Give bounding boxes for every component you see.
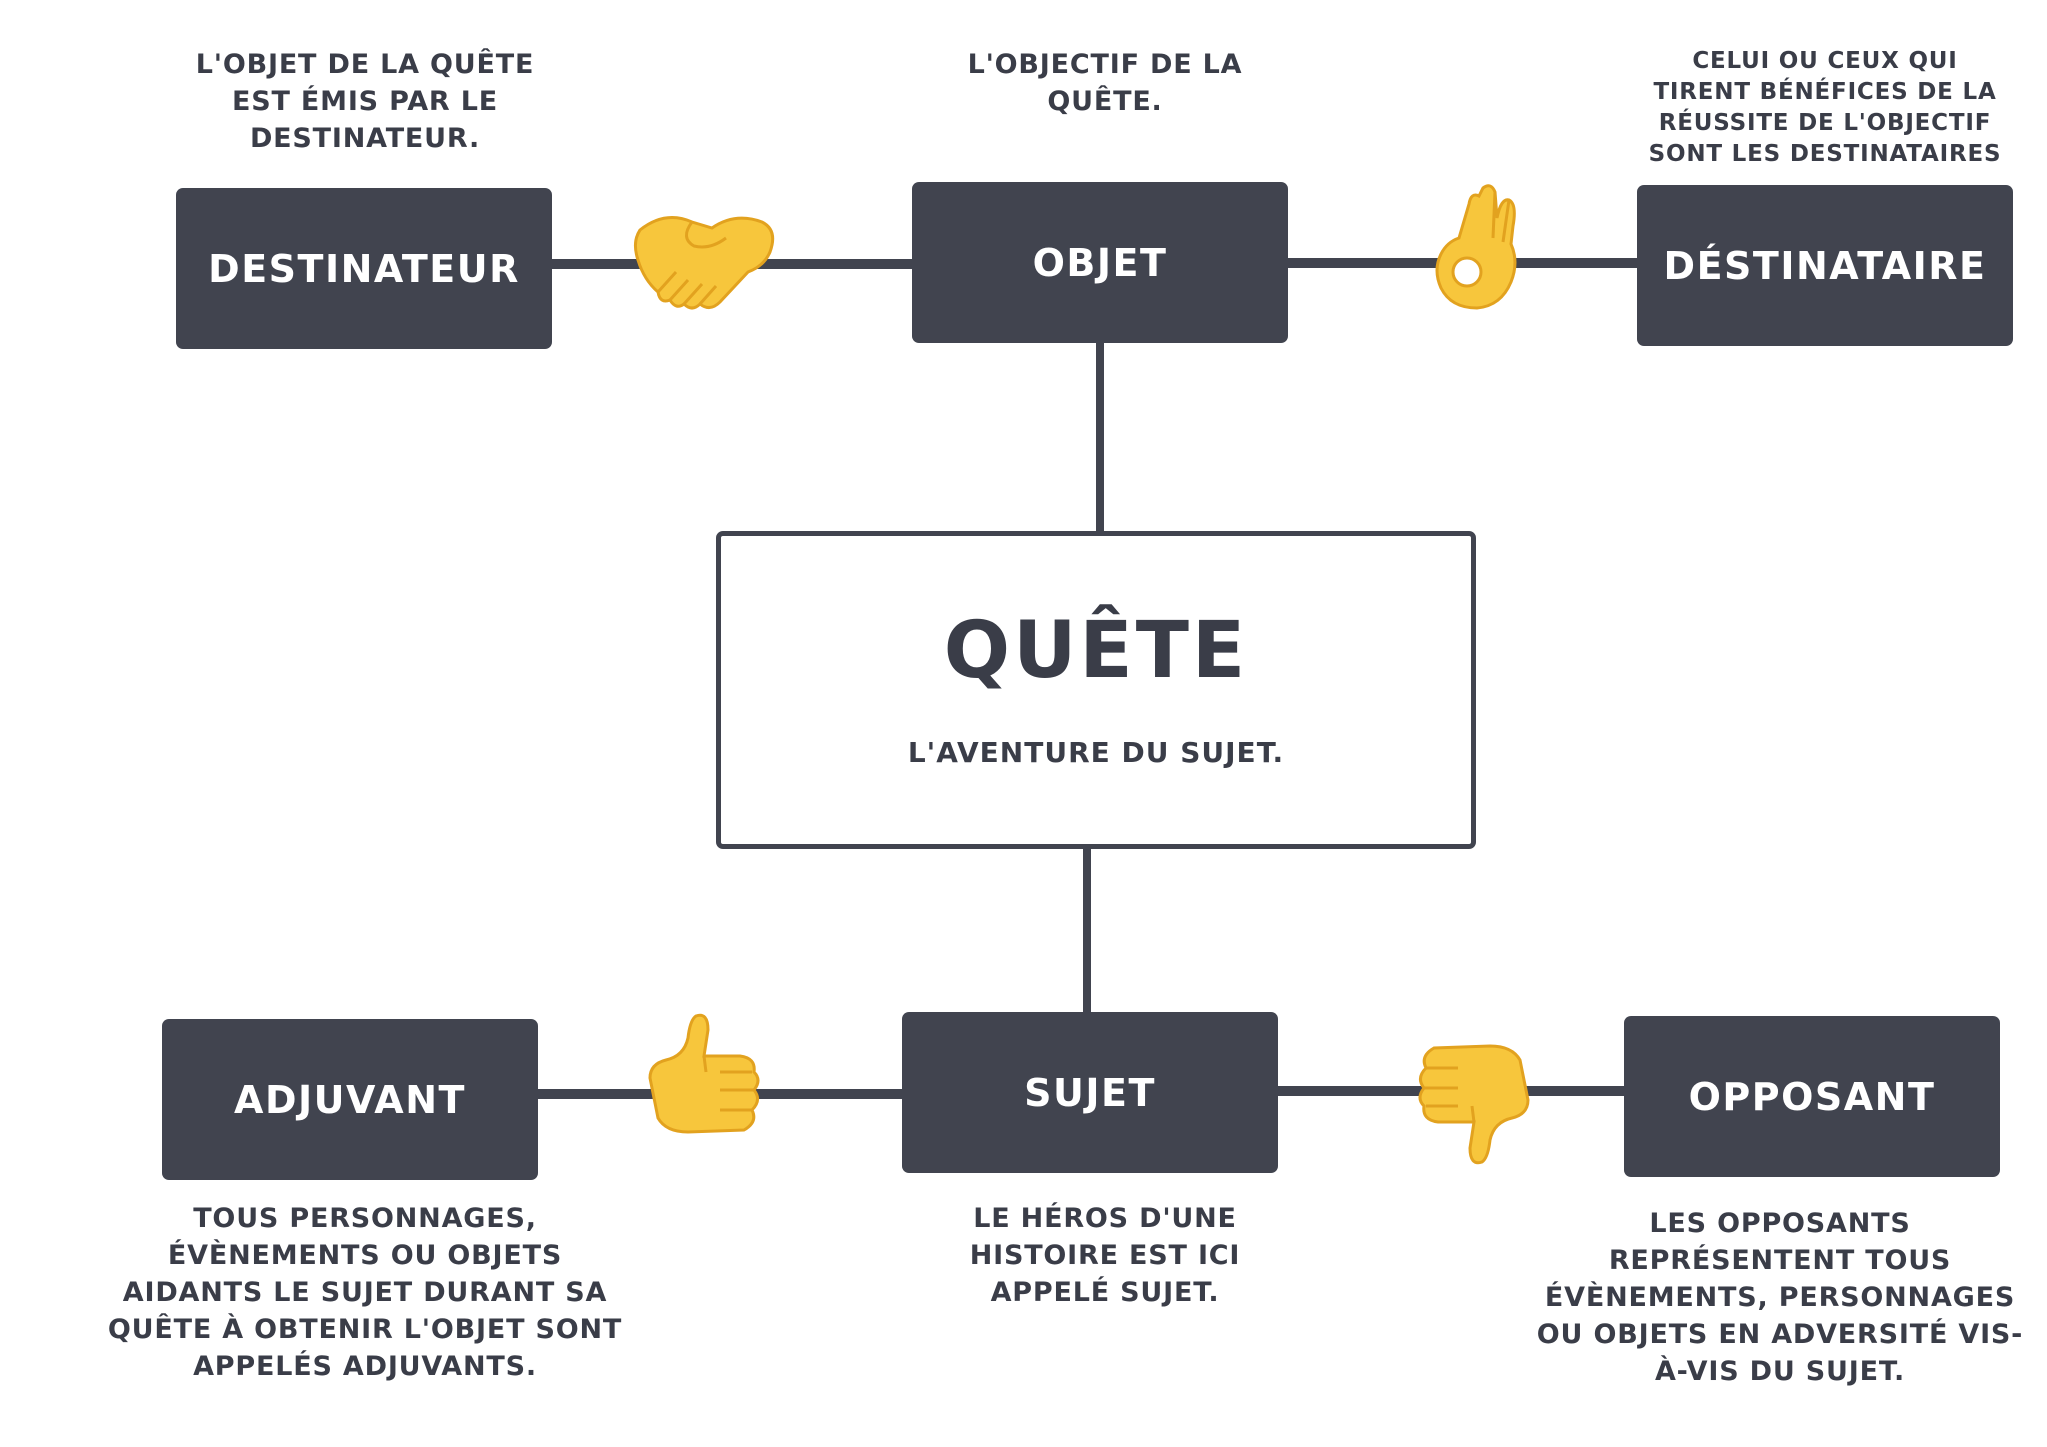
node-opposant: OPPOSANT — [1624, 1016, 2000, 1177]
caption-destinataire: CELUI OU CEUX QUI TIRENT BÉNÉFICES DE LA… — [1648, 48, 2002, 167]
ok-hand-icon — [1435, 184, 1517, 310]
quest-box: QUÊTE L'AVENTURE DU SUJET. — [716, 531, 1476, 849]
caption-sujet: LE HÉROS D'UNE HISTOIRE EST ICI APPELÉ S… — [969, 1203, 1241, 1308]
quest-title: QUÊTE — [943, 606, 1249, 696]
connector-quete-sujet — [1083, 847, 1091, 1013]
node-sujet: SUJET — [902, 1012, 1278, 1173]
caption-opposant: LES OPPOSANTS REPRÉSENTENT TOUS ÉVÈNEMEN… — [1536, 1208, 2024, 1387]
handshake-icon — [633, 216, 775, 310]
node-objet: OBJET — [912, 182, 1288, 343]
thumbs-up-icon — [648, 1013, 760, 1134]
thumbs-down-icon — [1418, 1044, 1530, 1165]
node-adjuvant: ADJUVANT — [162, 1019, 538, 1180]
node-destinateur: DESTINATEUR — [176, 188, 552, 349]
caption-objet: L'OBJECTIF DE LA QUÊTE. — [967, 49, 1243, 117]
connector-objet-quete — [1096, 340, 1104, 533]
caption-destinateur: L'OBJET DE LA QUÊTE EST ÉMIS PAR LE DEST… — [195, 49, 535, 154]
node-destinataire: DÉSTINATAIRE — [1637, 185, 2013, 346]
quest-subtitle: L'AVENTURE DU SUJET. — [907, 736, 1285, 769]
caption-adjuvant: TOUS PERSONNAGES, ÉVÈNEMENTS OU OBJETS A… — [107, 1203, 623, 1382]
